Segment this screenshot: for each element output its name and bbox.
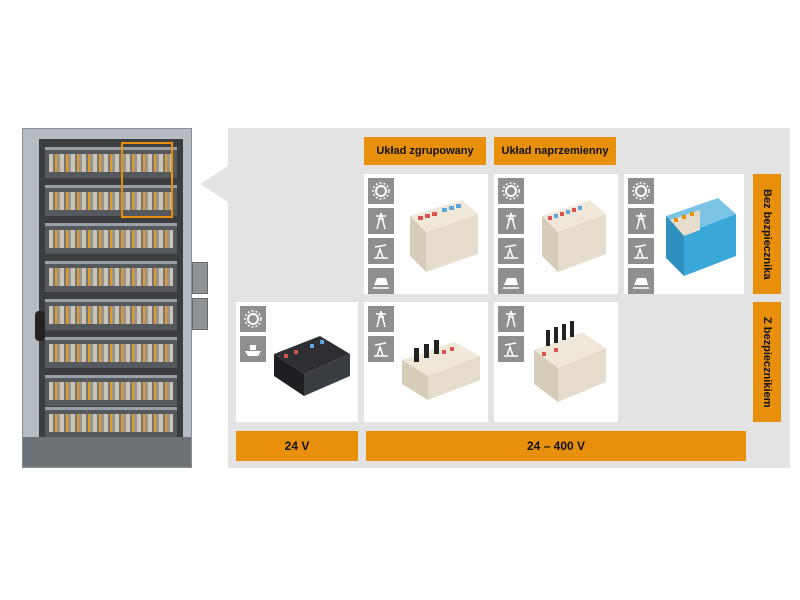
train-icon	[628, 268, 654, 294]
alternating-terminal-product	[542, 200, 606, 272]
callout-pointer	[200, 166, 228, 202]
voltage-24v-label: 24 V	[236, 431, 358, 461]
product-card-24v	[236, 302, 358, 422]
cabinet-handle	[35, 311, 45, 341]
gear-icon	[240, 306, 266, 332]
cabinet-side-module	[192, 262, 208, 294]
gear-icon	[498, 178, 524, 204]
24v-terminal-product	[274, 336, 350, 396]
product-card-alternating-no-fuse	[494, 174, 618, 294]
alternating-fuse-terminal-product	[534, 321, 606, 402]
voltage-24-400v-label: 24 – 400 V	[366, 431, 746, 461]
product-card-grouped-no-fuse	[364, 174, 488, 294]
cabinet-highlight-box	[121, 142, 173, 218]
oil-pump-icon	[498, 238, 524, 264]
product-card-grouped-with-fuse	[364, 302, 488, 422]
power-tower-icon	[368, 306, 394, 332]
control-cabinet-image	[22, 128, 192, 468]
without-fuse-label: Bez bezpiecznika	[753, 174, 781, 294]
oil-pump-icon	[368, 238, 394, 264]
power-tower-icon	[498, 306, 524, 332]
cabinet-side-module	[192, 298, 208, 330]
product-card-alternating-with-fuse	[494, 302, 618, 422]
train-icon	[498, 268, 524, 294]
gear-icon	[628, 178, 654, 204]
oil-pump-icon	[368, 336, 394, 362]
cabinet-plinth	[23, 437, 191, 467]
grouped-layout-header: Układ zgrupowany	[364, 137, 486, 165]
ship-icon	[240, 336, 266, 362]
alternating-layout-header: Układ naprzemienny	[494, 137, 616, 165]
power-tower-icon	[498, 208, 524, 234]
product-card-blue-terminal	[624, 174, 744, 294]
grouped-fuse-terminal-product	[402, 340, 480, 400]
train-icon	[368, 268, 394, 294]
gear-icon	[368, 178, 394, 204]
power-tower-icon	[368, 208, 394, 234]
with-fuse-label: Z bezpiecznikiem	[753, 302, 781, 422]
grouped-terminal-product	[410, 200, 478, 272]
power-tower-icon	[628, 208, 654, 234]
oil-pump-icon	[498, 336, 524, 362]
cabinet-interior	[39, 139, 183, 439]
blue-terminal-product	[666, 198, 736, 276]
oil-pump-icon	[628, 238, 654, 264]
